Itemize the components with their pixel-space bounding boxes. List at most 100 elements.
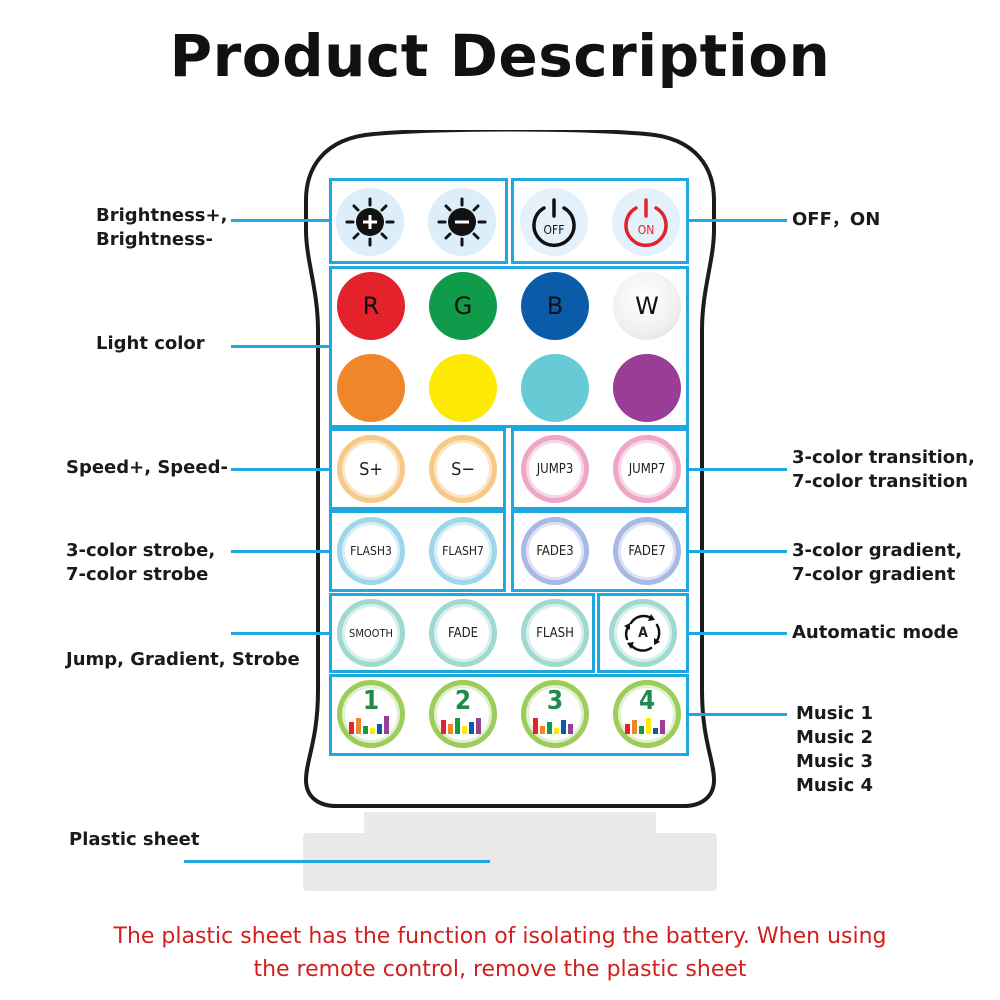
flash-label: FLASH bbox=[536, 625, 574, 641]
speed-up-label: S+ bbox=[359, 458, 383, 480]
music-1-number: 1 bbox=[362, 686, 380, 716]
orange-button[interactable] bbox=[337, 354, 405, 422]
brightness-up-icon bbox=[345, 197, 395, 247]
brightness-label-line1: Brightness+, bbox=[96, 205, 228, 226]
music-4-button[interactable]: 4 bbox=[613, 680, 681, 748]
transition-pointer bbox=[689, 468, 787, 471]
music-3-number: 3 bbox=[546, 686, 564, 716]
blue-button[interactable]: B bbox=[521, 272, 589, 340]
speed-down-button[interactable]: S− bbox=[429, 435, 497, 503]
fade7-button[interactable]: FADE7 bbox=[613, 517, 681, 585]
page-title: Product Description bbox=[169, 22, 831, 90]
music-label-line3: Music 3 bbox=[796, 751, 874, 772]
battery-note-line2: the remote control, remove the plastic s… bbox=[253, 957, 747, 982]
brightness-up-button[interactable] bbox=[336, 188, 404, 256]
green-label: G bbox=[453, 292, 473, 320]
red-button[interactable]: R bbox=[337, 272, 405, 340]
music-4-number: 4 bbox=[638, 686, 656, 716]
music-label-line2: Music 2 bbox=[796, 727, 874, 748]
music-label-line4: Music 4 bbox=[796, 775, 874, 796]
power-group bbox=[511, 178, 689, 264]
gradient-label-line2: 7-color gradient bbox=[792, 564, 956, 585]
power-label: OFF，ON bbox=[792, 209, 881, 230]
transition-label: 3-color transition, 7-color transition bbox=[792, 446, 975, 494]
jgs-label: Jump, Gradient, Strobe bbox=[66, 649, 300, 670]
light-color-pointer bbox=[231, 345, 329, 348]
fade7-label: FADE7 bbox=[628, 543, 666, 559]
fade-group bbox=[511, 510, 689, 592]
battery-note: The plastic sheet has the function of is… bbox=[0, 920, 1000, 986]
automatic-pointer bbox=[689, 632, 787, 635]
auto-button[interactable]: A bbox=[609, 599, 677, 667]
speed-pointer bbox=[231, 468, 329, 471]
strobe-pointer bbox=[231, 550, 329, 553]
power-off-icon bbox=[532, 198, 576, 247]
on-label: ON bbox=[637, 223, 655, 237]
music-group bbox=[329, 674, 689, 756]
cyan-button[interactable] bbox=[521, 354, 589, 422]
equalizer-icon bbox=[625, 718, 665, 734]
jgs-pointer bbox=[231, 632, 329, 635]
off-button[interactable]: OFF bbox=[520, 188, 588, 256]
green-button[interactable]: G bbox=[429, 272, 497, 340]
speed-label: Speed+, Speed- bbox=[66, 457, 228, 478]
fade-label: FADE bbox=[448, 625, 478, 641]
jump3-button[interactable]: JUMP3 bbox=[521, 435, 589, 503]
music-3-button[interactable]: 3 bbox=[521, 680, 589, 748]
equalizer-icon bbox=[533, 718, 573, 734]
speed-up-button[interactable]: S+ bbox=[337, 435, 405, 503]
light-color-label: Light color bbox=[96, 333, 205, 354]
brightness-pointer bbox=[231, 219, 329, 222]
battery-note-line1: The plastic sheet has the function of is… bbox=[113, 924, 887, 949]
brightness-group bbox=[329, 178, 508, 264]
strobe-label-line2: 7-color strobe bbox=[66, 564, 209, 585]
off-label: OFF bbox=[543, 223, 565, 237]
brightness-label: Brightness+, Brightness- bbox=[96, 204, 227, 252]
music-label: Music 1 Music 2 Music 3 Music 4 bbox=[796, 702, 873, 798]
music-2-button[interactable]: 2 bbox=[429, 680, 497, 748]
plastic-sheet-tab bbox=[364, 812, 656, 836]
gradient-pointer bbox=[689, 550, 787, 553]
smooth-button[interactable]: SMOOTH bbox=[337, 599, 405, 667]
flash3-button[interactable]: FLASH3 bbox=[337, 517, 405, 585]
speed-down-label: S− bbox=[451, 458, 475, 480]
power-on-icon bbox=[624, 198, 668, 247]
plastic-sheet-label: Plastic sheet bbox=[69, 829, 200, 850]
flash-button[interactable]: FLASH bbox=[521, 599, 589, 667]
yellow-button[interactable] bbox=[429, 354, 497, 422]
music-1-button[interactable]: 1 bbox=[337, 680, 405, 748]
brightness-down-button[interactable] bbox=[428, 188, 496, 256]
on-button[interactable]: ON bbox=[612, 188, 680, 256]
strobe-label-line1: 3-color strobe, bbox=[66, 540, 216, 561]
power-pointer bbox=[689, 219, 787, 222]
flash7-label: FLASH7 bbox=[442, 544, 484, 558]
flash-group bbox=[329, 510, 506, 592]
jump-group bbox=[511, 428, 689, 510]
jump7-button[interactable]: JUMP7 bbox=[613, 435, 681, 503]
auto-cycle-icon bbox=[624, 614, 661, 652]
blue-label: B bbox=[546, 292, 564, 320]
mode-group bbox=[329, 593, 595, 673]
purple-button[interactable] bbox=[613, 354, 681, 422]
white-button[interactable]: W bbox=[613, 272, 681, 340]
smooth-label: SMOOTH bbox=[349, 626, 393, 640]
jump3-label: JUMP3 bbox=[536, 461, 574, 477]
music-label-line1: Music 1 bbox=[796, 703, 874, 724]
brightness-down-icon bbox=[437, 197, 487, 247]
gradient-label-line1: 3-color gradient, bbox=[792, 540, 963, 561]
fade-button[interactable]: FADE bbox=[429, 599, 497, 667]
fade3-button[interactable]: FADE3 bbox=[521, 517, 589, 585]
music-2-number: 2 bbox=[454, 686, 472, 716]
plastic-sheet-pointer bbox=[184, 860, 490, 863]
speed-group bbox=[329, 428, 506, 510]
gradient-label: 3-color gradient, 7-color gradient bbox=[792, 539, 962, 587]
white-label: W bbox=[635, 292, 659, 320]
auto-label: A bbox=[638, 625, 648, 641]
fade3-label: FADE3 bbox=[536, 543, 574, 559]
strobe-label: 3-color strobe, 7-color strobe bbox=[66, 539, 215, 587]
flash7-button[interactable]: FLASH7 bbox=[429, 517, 497, 585]
transition-label-line1: 3-color transition, bbox=[792, 447, 975, 468]
equalizer-icon bbox=[349, 716, 389, 734]
auto-group bbox=[597, 593, 689, 673]
jump7-label: JUMP7 bbox=[628, 461, 666, 477]
